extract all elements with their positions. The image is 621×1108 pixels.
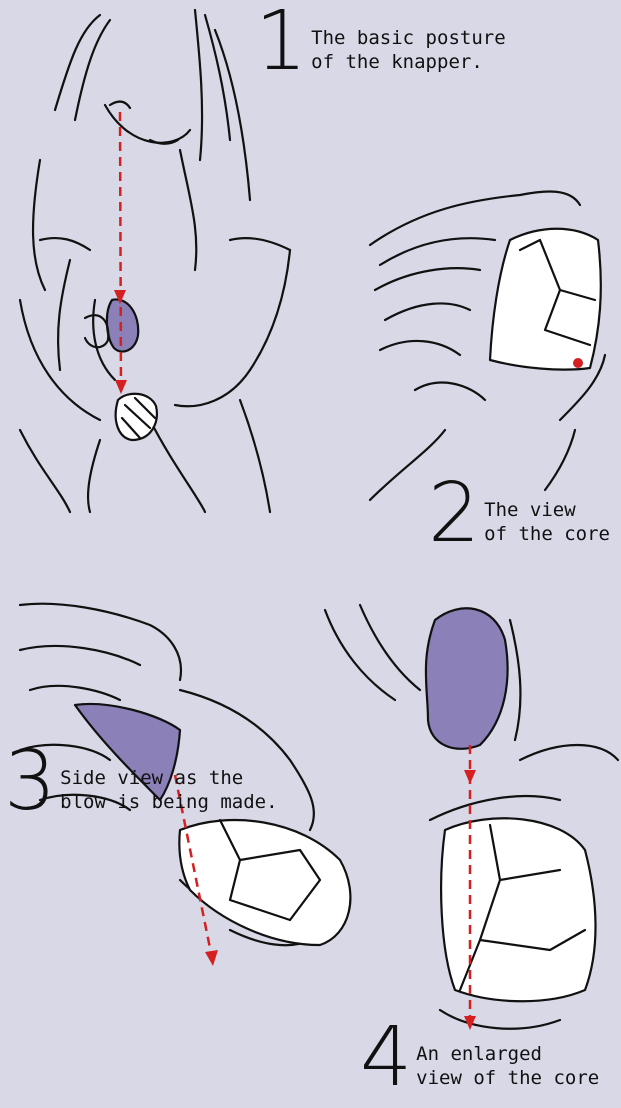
- knapper-figure: [20, 10, 290, 512]
- step-4-line1: An enlarged: [416, 1043, 542, 1065]
- step-2-text: The view of the core: [484, 498, 610, 548]
- arrowhead-4a: [464, 770, 476, 784]
- step-1-line2: of the knapper.: [311, 51, 483, 73]
- strike-point-dot: [573, 358, 583, 368]
- step-4-caption: 4 An enlarged view of the core: [360, 1024, 599, 1092]
- step-2-caption: 2 The view of the core: [428, 480, 610, 548]
- step-2-number: 2: [428, 480, 480, 548]
- step-1-number: 1: [255, 8, 307, 76]
- step-1-caption: 1 The basic posture of the knapper.: [255, 8, 506, 76]
- step-1-line1: The basic posture: [311, 27, 505, 49]
- arrowhead-3: [205, 950, 218, 966]
- step-2-line2: of the core: [484, 523, 610, 545]
- step-4-number: 4: [360, 1024, 412, 1092]
- hammerstone: [107, 299, 138, 351]
- step-2-line1: The view: [484, 499, 576, 521]
- core-panel2: [490, 229, 601, 370]
- step-3-caption: 3 Side view as the blow is being made.: [4, 748, 278, 816]
- arrowhead-1b: [115, 380, 127, 394]
- core-enlarged: [441, 818, 595, 1001]
- step-3-line1: Side view as the: [60, 767, 243, 789]
- step-1-text: The basic posture of the knapper.: [311, 26, 505, 76]
- hammerstone-enlarged: [426, 608, 508, 749]
- step-4-text: An enlarged view of the core: [416, 1042, 599, 1092]
- step-4-line2: view of the core: [416, 1067, 599, 1089]
- step-3-text: Side view as the blow is being made.: [60, 766, 277, 816]
- step-3-line2: blow is being made.: [60, 791, 277, 813]
- step-3-number: 3: [4, 748, 56, 816]
